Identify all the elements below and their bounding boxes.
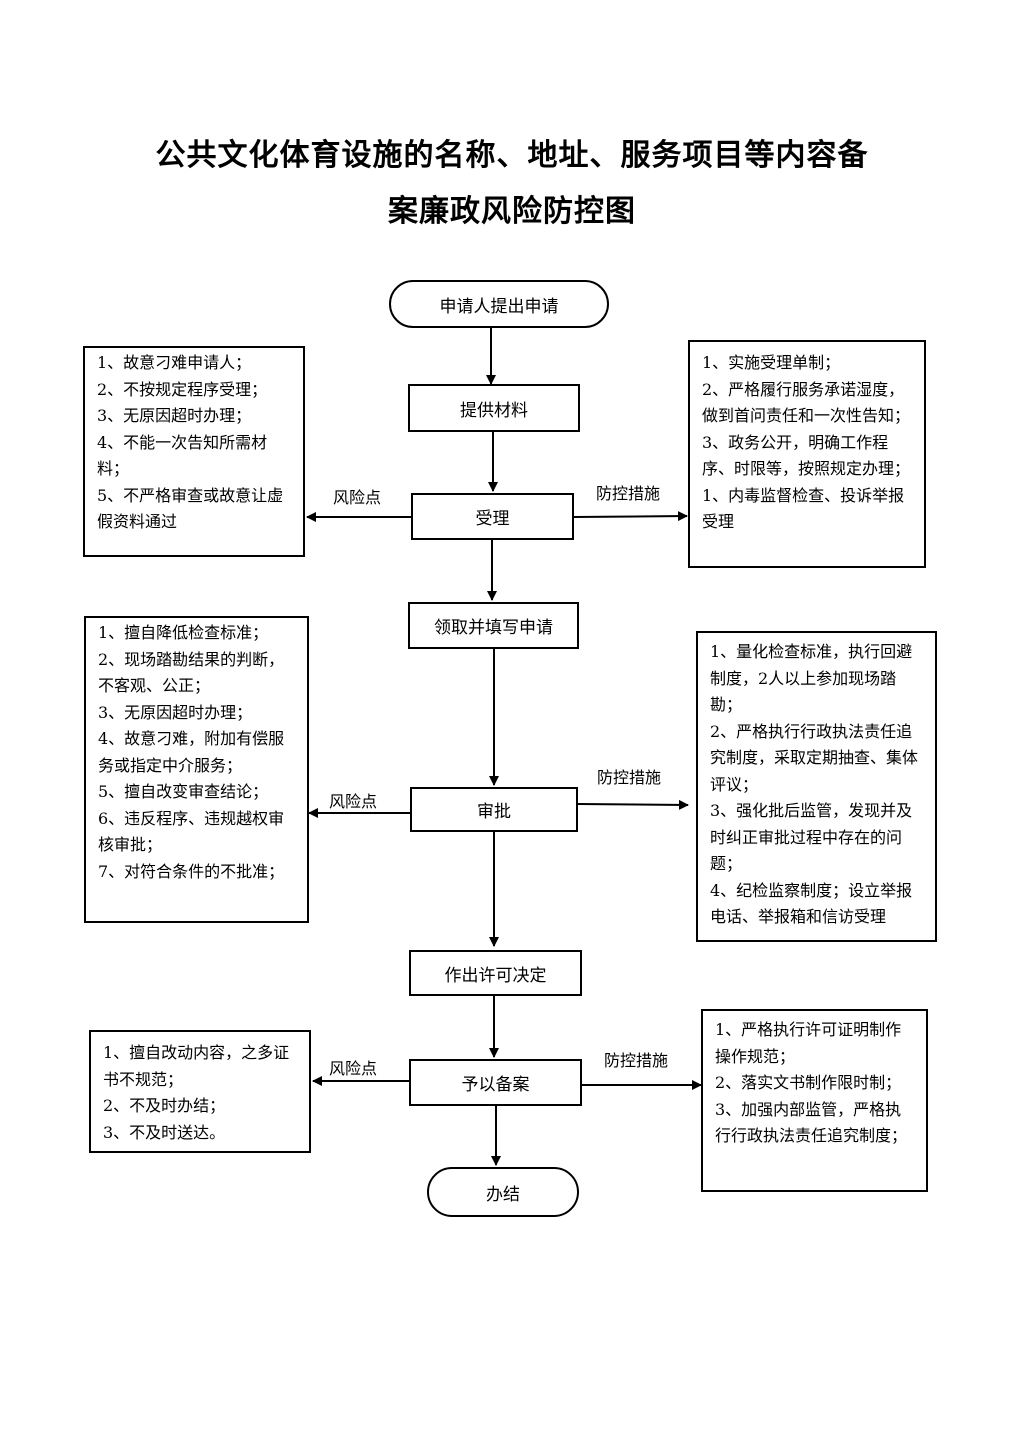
- control-item: 4、纪检监察制度；设立举报电话、举报箱和信访受理: [710, 880, 913, 927]
- page-title-line-2: 案廉政风险防控图: [388, 194, 636, 229]
- flow-step-record-label: 予以备案: [461, 1075, 530, 1095]
- flow-step-fill-application: 领取并填写申请: [408, 602, 579, 649]
- risk-item: 3、无原因超时办理；: [97, 406, 252, 425]
- risk-item: 2、不及时办结；: [103, 1096, 226, 1115]
- control-box-approve: 1、量化检查标准，执行回避制度，2人以上参加现场踏勘； 2、严格执行行政执法责任…: [696, 631, 937, 942]
- control-item: 3、政务公开，明确工作程序、时限等，按照规定办理；: [702, 432, 911, 479]
- flow-end-label: 办结: [486, 1184, 520, 1205]
- risk-item: 4、不能一次告知所需材料；: [97, 432, 268, 479]
- control-label-accept: 防控措施: [596, 484, 661, 503]
- flow-step-record: 予以备案: [409, 1059, 582, 1106]
- risk-item: 7、对符合条件的不批准；: [98, 861, 285, 881]
- flow-start-label: 申请人提出申请: [439, 296, 559, 317]
- control-item: 2、严格执行行政执法责任追究制度，采取定期抽查、集体评议；: [710, 721, 919, 794]
- flow-step-permit-decision: 作出许可决定: [409, 950, 582, 996]
- flow-start: 申请人提出申请: [389, 280, 609, 328]
- flow-step-approve: 审批: [410, 787, 578, 832]
- control-item: 1、实施受理单制；: [702, 353, 841, 372]
- risk-item: 4、故意刁难，附加有偿服务或指定中介服务；: [98, 729, 285, 775]
- risk-label-record: 风险点: [329, 1059, 378, 1078]
- flow-step-accept-label: 受理: [475, 509, 510, 529]
- arrow-control-approve: [577, 799, 689, 810]
- control-item: 1、严格执行许可证明制作操作规范；: [715, 1020, 902, 1066]
- risk-item: 5、擅自改变审查结论；: [98, 782, 269, 801]
- risk-item: 1、故意刁难申请人；: [97, 353, 252, 372]
- risk-label-accept: 风险点: [333, 488, 382, 507]
- risk-box-record: 1、擅自改动内容，之多证书不规范； 2、不及时办结； 3、不及时送达。: [89, 1030, 311, 1153]
- risk-item: 3、不及时送达。: [103, 1122, 226, 1142]
- control-item: 1、内毒监督检查、投诉举报受理: [702, 485, 905, 532]
- flow-step-approve-label: 审批: [477, 802, 511, 822]
- flow-end: 办结: [427, 1167, 579, 1217]
- flow-step-provide-materials-label: 提供材料: [460, 400, 528, 421]
- arrow-control-accept: [573, 511, 688, 522]
- control-item: 1、量化检查标准，执行回避制度，2人以上参加现场踏勘；: [710, 642, 913, 714]
- control-item: 3、加强内部监管，严格执行行政执法责任追究制度；: [715, 1099, 908, 1146]
- risk-item: 6、违反程序、违规越权审核审批；: [98, 808, 285, 855]
- flow-step-provide-materials: 提供材料: [408, 384, 580, 432]
- control-box-accept: 1、实施受理单制； 2、严格履行服务承诺湿度，做到首问责任和一次性告知； 3、政…: [688, 340, 926, 568]
- control-box-record: 1、严格执行许可证明制作操作规范； 2、落实文书制作限时制； 3、加强内部监管，…: [701, 1009, 928, 1192]
- risk-box-approve: 1、擅自降低检查标准； 2、现场踏勘结果的判断，不客观、公正； 3、无原因超时办…: [84, 616, 309, 923]
- risk-item: 2、不按规定程序受理；: [97, 379, 268, 399]
- risk-item: 3、无原因超时办理；: [98, 702, 253, 722]
- page-title-line-1: 公共文化体育设施的名称、地址、服务项目等内容备: [155, 138, 869, 173]
- risk-item: 2、现场踏勘结果的判断，不客观、公正；: [98, 649, 285, 696]
- risk-item: 1、擅自改动内容，之多证书不规范；: [103, 1043, 290, 1089]
- control-label-record: 防控措施: [604, 1051, 669, 1070]
- control-item: 3、强化批后监管，发现并及时纠正审批过程中存在的问题；: [710, 801, 913, 873]
- control-item: 2、落实文书制作限时制；: [715, 1073, 902, 1092]
- flow-step-permit-decision-label: 作出许可决定: [444, 965, 547, 986]
- risk-item: 1、擅自降低检查标准；: [98, 623, 269, 642]
- risk-label-approve: 风险点: [329, 792, 378, 811]
- control-label-approve: 防控措施: [597, 768, 662, 787]
- risk-box-accept: 1、故意刁难申请人； 2、不按规定程序受理； 3、无原因超时办理； 4、不能一次…: [83, 346, 305, 557]
- risk-item: 5、不严格审查或故意让虚假资料通过: [97, 485, 284, 532]
- control-item: 2、严格履行服务承诺湿度，做到首问责任和一次性告知；: [702, 379, 911, 426]
- flow-step-fill-application-label: 领取并填写申请: [434, 618, 553, 638]
- flow-step-accept: 受理: [411, 493, 574, 540]
